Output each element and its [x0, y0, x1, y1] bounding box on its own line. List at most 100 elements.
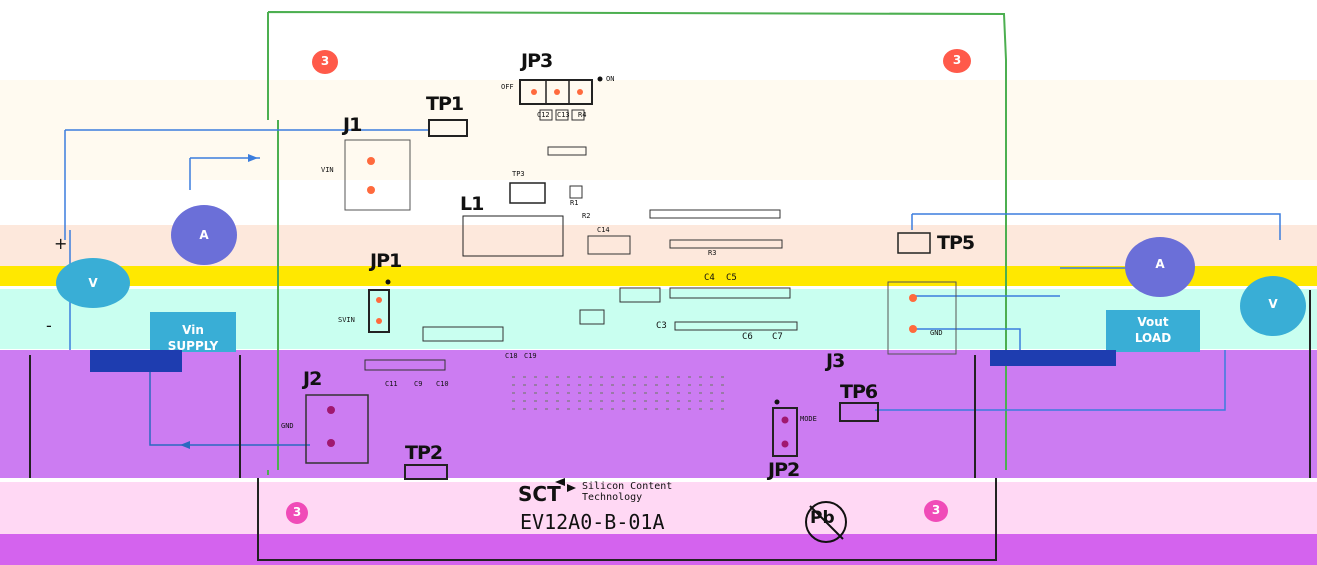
vout-load-box [1106, 310, 1200, 352]
mounting-hole-bl [286, 502, 308, 524]
refdes-c19: C19 [524, 352, 537, 360]
voltmeter-vin [56, 258, 130, 308]
band-yellow [0, 266, 1317, 286]
refdes-r3: R3 [708, 249, 717, 257]
via [589, 376, 592, 378]
via [677, 384, 680, 386]
via [677, 408, 680, 410]
via [611, 408, 614, 410]
vin-supply-line1: Vin [182, 323, 204, 337]
silk-gnd-left: GND [281, 422, 294, 430]
via [644, 384, 647, 386]
via [622, 376, 625, 378]
via [666, 400, 669, 402]
silk-vin: VIN [321, 166, 334, 174]
via [611, 384, 614, 386]
jumper-jp2 [772, 407, 798, 457]
mounting-hole-bl-label: 3 [292, 505, 302, 519]
via [710, 384, 713, 386]
sct-logo-text: SCT [518, 482, 561, 506]
via [699, 384, 702, 386]
via [589, 408, 592, 410]
minus-terminal: - [46, 316, 52, 335]
via [655, 400, 658, 402]
via [655, 384, 658, 386]
via [600, 408, 603, 410]
testpoint-tp2 [404, 464, 448, 480]
refdes-c5: C5 [726, 273, 737, 283]
refdes-jp3: JP3 [521, 50, 553, 72]
company-name-line2: Technology [582, 492, 643, 503]
testpoint-tp6 [839, 402, 879, 422]
connector-j1 [344, 139, 411, 211]
connector-j2 [305, 394, 369, 464]
via [633, 392, 636, 394]
pbfree-label: Pb [810, 508, 835, 528]
via [512, 376, 515, 378]
voltmeter-vout-label: V [1268, 297, 1278, 311]
vout-load-line1: Vout [1137, 315, 1169, 329]
voltmeter-vout [1240, 276, 1306, 336]
via [699, 392, 702, 394]
via [710, 392, 713, 394]
via [622, 392, 625, 394]
testpoint-tp3 [509, 182, 546, 204]
via [622, 400, 625, 402]
via [534, 376, 537, 378]
refdes-tp1: TP1 [426, 93, 464, 115]
via [721, 376, 724, 378]
via [721, 400, 724, 402]
silk-off: OFF [501, 83, 514, 91]
refdes-tp3: TP3 [512, 170, 525, 178]
arrow-gnd-left [180, 441, 190, 449]
wire-right [875, 213, 1281, 411]
via [710, 408, 713, 410]
via [567, 400, 570, 402]
via [644, 392, 647, 394]
via [600, 376, 603, 378]
refdes-c7: C7 [772, 332, 783, 342]
refdes-c11: C11 [385, 380, 398, 388]
via [523, 384, 526, 386]
sct-logo-mark [555, 478, 576, 492]
via [611, 400, 614, 402]
via [534, 392, 537, 394]
via [556, 384, 559, 386]
company-name-line1: Silicon Content [582, 481, 673, 492]
via [523, 408, 526, 410]
via [589, 384, 592, 386]
via [512, 384, 515, 386]
inductor-l1 [462, 215, 564, 257]
testpoint-tp5 [897, 232, 931, 254]
silk-svin: SVIN [338, 316, 355, 324]
refdes-j3: J3 [826, 350, 845, 372]
jumper-jp3 [519, 79, 593, 105]
refdes-tp5: TP5 [937, 232, 975, 254]
ammeter-vin [171, 205, 237, 265]
via [699, 408, 702, 410]
vout-load-line2: LOAD [1134, 331, 1172, 345]
via [523, 392, 526, 394]
via [578, 400, 581, 402]
refdes-jp2: JP2 [768, 459, 800, 481]
via [655, 376, 658, 378]
connector-j3 [887, 281, 957, 355]
via [545, 376, 548, 378]
refdes-j1: J1 [343, 114, 362, 136]
mounting-hole-br [924, 500, 948, 522]
vout-load-box-lower [990, 350, 1116, 366]
via [556, 376, 559, 378]
refdes-c13: C13 [557, 111, 570, 119]
via [721, 408, 724, 410]
silk-gnd-right: GND [930, 329, 943, 337]
vin-supply-box [150, 312, 236, 352]
silk-on: ON [606, 75, 615, 83]
via [622, 384, 625, 386]
refdes-tp2: TP2 [405, 442, 443, 464]
via [688, 400, 691, 402]
board-outline [267, 11, 1007, 475]
band-pink [0, 482, 1317, 534]
mounting-hole-tl [312, 50, 338, 74]
via [710, 400, 713, 402]
mounting-hole-br-label: 3 [931, 503, 941, 517]
